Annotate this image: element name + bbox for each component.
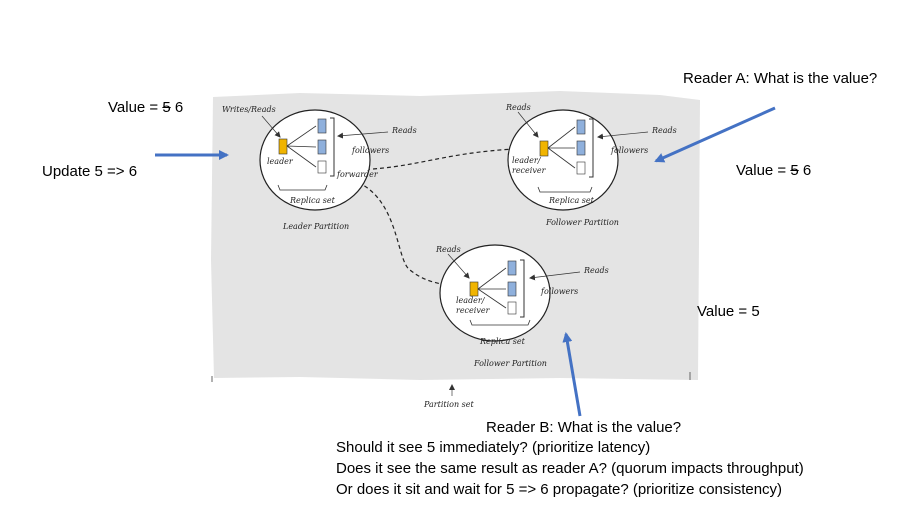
leader-node [278,138,288,155]
propagation-line-to-follower-b [344,177,469,290]
reader-b-line-4: Or does it sit and wait for 5 => 6 propa… [336,481,783,498]
partition-set-label: Partition set [423,400,475,409]
reads-label: Reads [391,126,417,135]
reads-label: Reads [651,126,677,135]
replica-set-brace [277,184,328,191]
follower-node [576,119,586,135]
followers-label: followers [610,146,648,155]
writes-reads-pointer [261,115,281,138]
reader-b-arrow [562,332,582,417]
leader-fanout-lines [286,125,317,168]
forwarder-label: forwarder [336,170,379,179]
old-value: 5 [790,162,799,179]
writes-reads-label: Writes/Reads [222,105,276,114]
leader-partition: Writes/Reads leader followers forwarder … [222,105,417,231]
follower-partition-b: Reads Reads leader/receiver followers Re… [435,244,609,368]
follower-b-value-label: Value = 5 [697,303,760,320]
followers-bracket [330,117,335,177]
followers-label: followers [540,287,578,296]
follower-a-value-label: Value = 5 6 [736,162,811,180]
reads-pointer [447,253,470,279]
reader-b-line-2: Should it see 5 immediately? (prioritize… [336,439,651,456]
follower-b-replica-circle [439,244,551,342]
reads-pointer [597,131,649,140]
replica-set-label: Replica set [479,337,526,346]
replica-set-brace [469,319,531,326]
reader-b-line-1: Reader B: What is the value? [486,419,682,436]
follower-node [317,118,327,134]
leader-receiver-node [539,140,549,157]
follower-node [576,161,586,175]
replica-set-label: Replica set [548,196,595,205]
propagation-line-to-follower-a [344,145,541,171]
follower-node [576,140,586,156]
value-prefix: Value = [108,99,163,116]
follower-node [507,281,517,297]
reads-label: Reads [435,245,461,254]
reads-pointer [337,131,389,139]
reads-label: Reads [583,266,609,275]
follower-partition-label: Follower Partition [545,218,619,227]
leader-value-label: Value = 5 6 [108,99,183,117]
value-prefix: Value = [736,162,791,179]
new-value: 6 [170,99,184,116]
follower-node [507,301,517,315]
leader-partition-label: Leader Partition [282,222,349,231]
replica-set-brace [537,186,593,193]
receiver-fanout-lines [547,126,576,169]
followers-bracket [520,259,525,318]
leader-receiver-label: leader/receiver [512,156,547,175]
followers-bracket [589,118,594,178]
reads-label: Reads [505,103,531,112]
reads-pointer [529,271,581,281]
follower-partition-label: Follower Partition [473,359,547,368]
follower-node [317,139,327,155]
leader-receiver-label: leader/receiver [456,296,491,315]
reader-a-question: Reader A: What is the value? [683,70,878,87]
update-label: Update 5 => 6 [42,163,138,180]
followers-label: followers [351,146,389,155]
old-value: 5 [162,99,171,116]
partition-set-bracket [211,372,691,382]
new-value: 6 [798,162,812,179]
receiver-fanout-lines [477,267,507,309]
follower-node [317,160,327,174]
reader-b-line-3: Does it see the same result as reader A?… [336,460,804,477]
reader-a-arrow [654,106,776,163]
follower-node [507,260,517,276]
replica-set-label: Replica set [289,196,336,205]
follower-partition-a: Reads Reads leader/receiver followers Re… [505,103,677,227]
leader-receiver-node [469,281,479,297]
leader-label: leader [267,157,294,166]
reads-pointer [517,111,539,138]
